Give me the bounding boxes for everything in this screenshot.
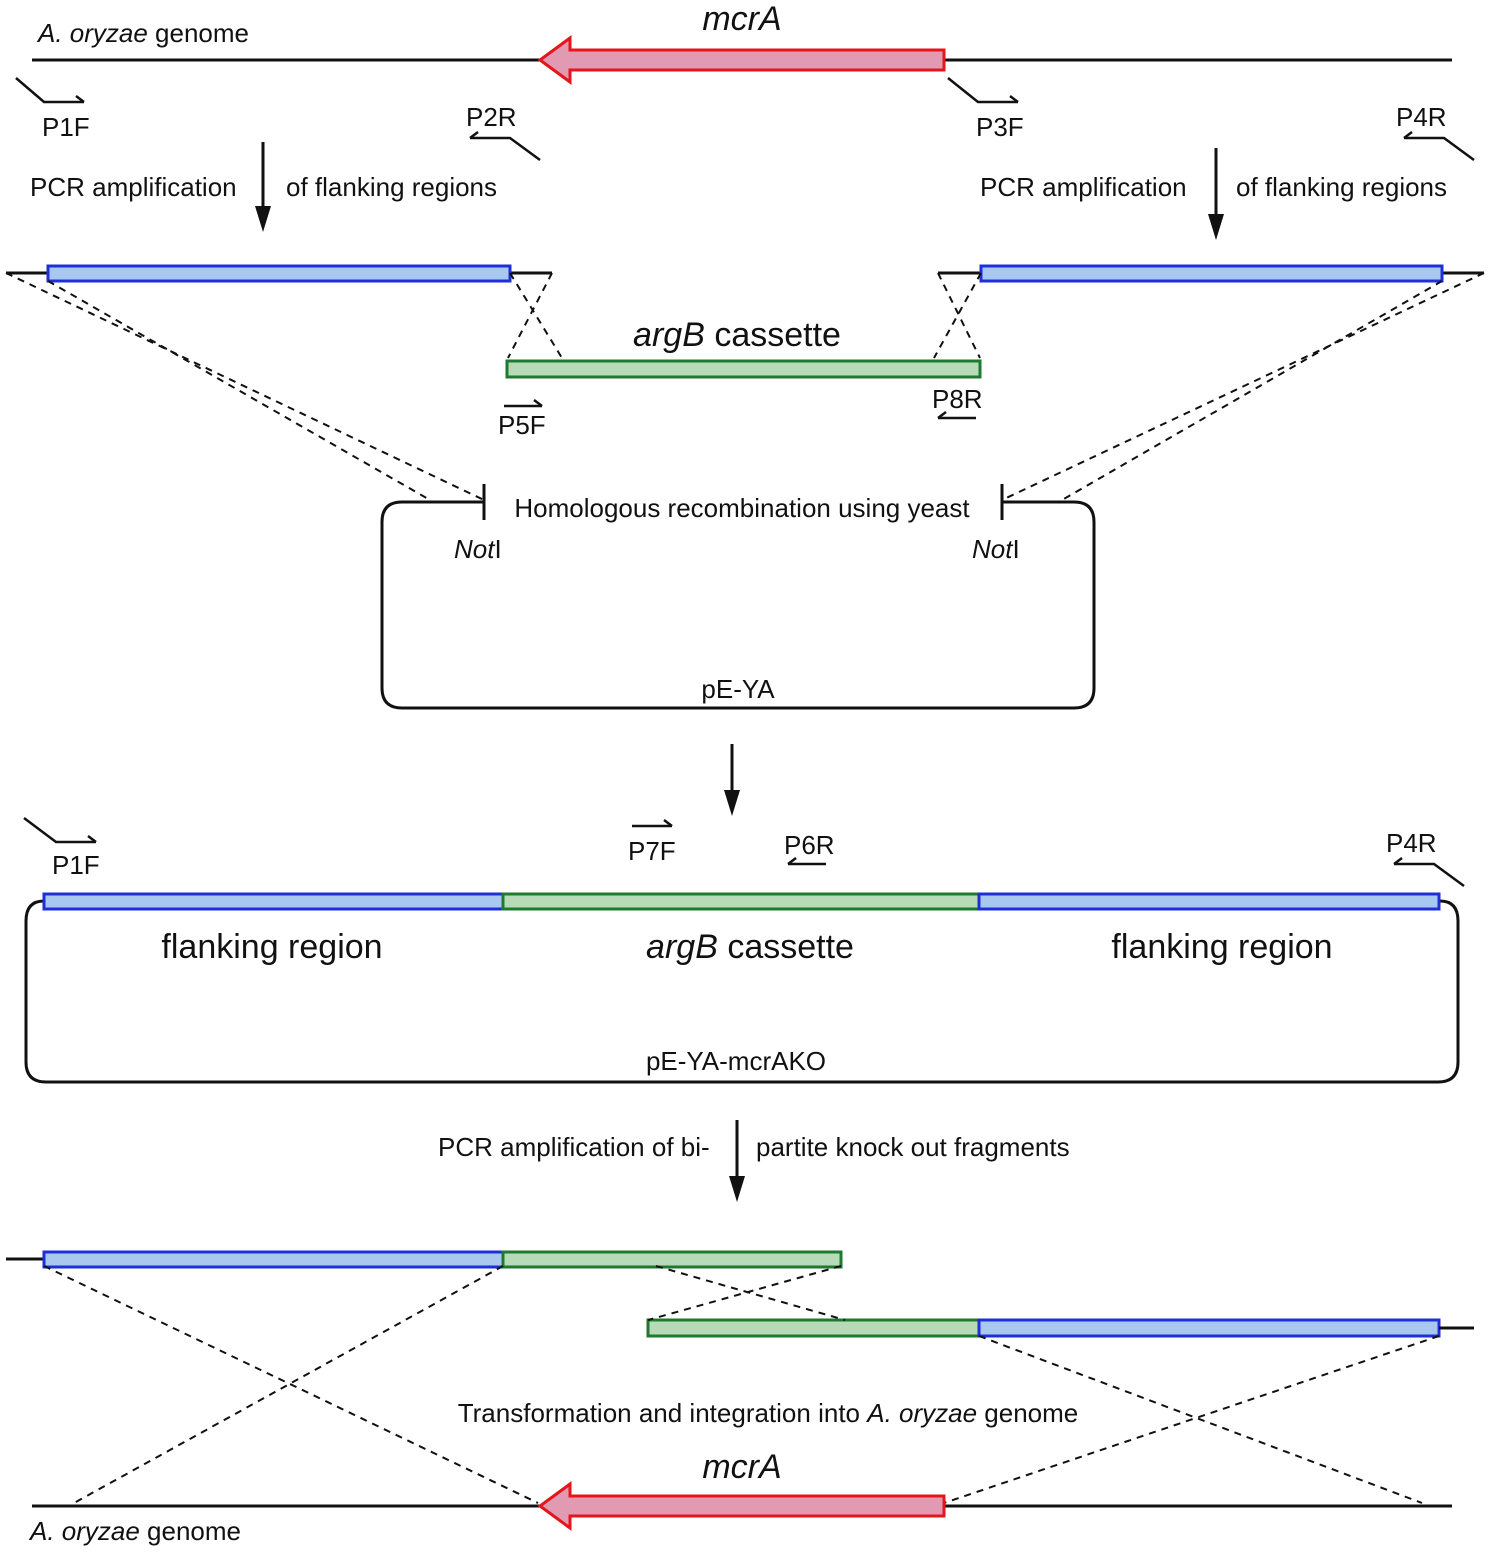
crossover-lines-bottom bbox=[43, 1265, 1440, 1504]
top-genome-label: A. oryzae genome bbox=[36, 18, 249, 48]
bipartite-fragment-left bbox=[6, 1250, 843, 1269]
vector-pE-YA: Homologous recombination using yeast Not… bbox=[380, 484, 1096, 710]
vector-name: pE-YA bbox=[701, 674, 775, 704]
bottom-mcrA-label: mcrA bbox=[702, 1448, 781, 1486]
primer-p6r-label: P6R bbox=[784, 830, 835, 860]
argB-cassette-fragment: argB cassette bbox=[505, 316, 982, 379]
right-flank-fragment bbox=[938, 264, 1484, 283]
left-flank-fragment bbox=[6, 264, 552, 283]
construct-mid-region-label: argB cassette bbox=[646, 928, 854, 966]
arrow-to-construct bbox=[724, 744, 740, 816]
bottom-genome: mcrA A. oryzae genome bbox=[28, 1448, 1452, 1546]
primer-p7f: P7F bbox=[628, 819, 676, 866]
top-genome: A. oryzae genome mcrA bbox=[32, 0, 1452, 85]
primer-p4r-mid-label: P4R bbox=[1386, 828, 1437, 858]
construct-pE-YA-mcrAKO: flanking region argB cassette flanking r… bbox=[24, 892, 1460, 1084]
primer-p6r: P6R bbox=[784, 830, 835, 866]
arrowhead-icon bbox=[724, 790, 740, 816]
primer-p1f-mid: P1F bbox=[23, 817, 100, 880]
primer-p8r: P8R bbox=[932, 384, 983, 420]
argB-cassette-label: argB cassette bbox=[633, 316, 841, 354]
primer-p4r-mid: P4R bbox=[1386, 828, 1465, 888]
construct-right-region-label: flanking region bbox=[1111, 928, 1332, 966]
primer-p4r-top: P4R bbox=[1396, 102, 1475, 162]
notI-label-right: NotI bbox=[972, 534, 1020, 564]
primer-p1f-label: P1F bbox=[42, 112, 90, 142]
bottom-genome-label: A. oryzae genome bbox=[28, 1516, 241, 1546]
bottom-mcrA-gene-arrow bbox=[537, 1481, 946, 1531]
svg-text:partite knock out fragments: partite knock out fragments bbox=[756, 1132, 1070, 1162]
pcr-step-left: PCR amplification of flanking regions bbox=[30, 142, 497, 232]
primer-p1f-top: P1F bbox=[15, 77, 90, 142]
bipartite-fragment-right bbox=[646, 1318, 1474, 1338]
primer-p8r-label: P8R bbox=[932, 384, 983, 414]
construct-name: pE-YA-mcrAKO bbox=[646, 1046, 826, 1076]
pcr-step-right: PCR amplification of flanking regions bbox=[980, 148, 1447, 240]
primer-p2r: P2R bbox=[466, 102, 541, 162]
svg-text:PCR amplification: PCR amplification bbox=[30, 172, 237, 202]
top-mcrA-gene-arrow bbox=[537, 35, 946, 85]
primer-p5f: P5F bbox=[498, 399, 546, 440]
construct-right-flank bbox=[977, 892, 1441, 911]
crossover-lines-top bbox=[5, 272, 1485, 501]
primer-p3f: P3F bbox=[947, 77, 1024, 142]
primer-p4r-label: P4R bbox=[1396, 102, 1447, 132]
primer-p1f-mid-label: P1F bbox=[52, 850, 100, 880]
svg-text:PCR amplification: PCR amplification bbox=[980, 172, 1187, 202]
primer-p5f-label: P5F bbox=[498, 410, 546, 440]
primer-p7f-label: P7F bbox=[628, 836, 676, 866]
arrowhead-icon bbox=[1208, 214, 1224, 240]
construct-left-region-label: flanking region bbox=[161, 928, 382, 966]
bipartite-pcr-step: PCR amplification of bi- partite knock o… bbox=[438, 1120, 1070, 1202]
homologous-recombination-label: Homologous recombination using yeast bbox=[514, 493, 970, 523]
top-mcrA-label: mcrA bbox=[702, 0, 781, 38]
arrowhead-icon bbox=[729, 1176, 745, 1202]
notI-label-left: NotI bbox=[454, 534, 502, 564]
svg-text:of flanking regions: of flanking regions bbox=[286, 172, 497, 202]
construct-argB-cassette bbox=[501, 892, 981, 911]
svg-text:of flanking regions: of flanking regions bbox=[1236, 172, 1447, 202]
primer-p2r-label: P2R bbox=[466, 102, 517, 132]
primer-p3f-label: P3F bbox=[976, 112, 1024, 142]
transformation-label: Transformation and integration into A. o… bbox=[458, 1398, 1079, 1428]
arrowhead-icon bbox=[255, 206, 271, 232]
construct-left-flank bbox=[42, 892, 505, 911]
svg-text:PCR amplification of bi-: PCR amplification of bi- bbox=[438, 1132, 710, 1162]
